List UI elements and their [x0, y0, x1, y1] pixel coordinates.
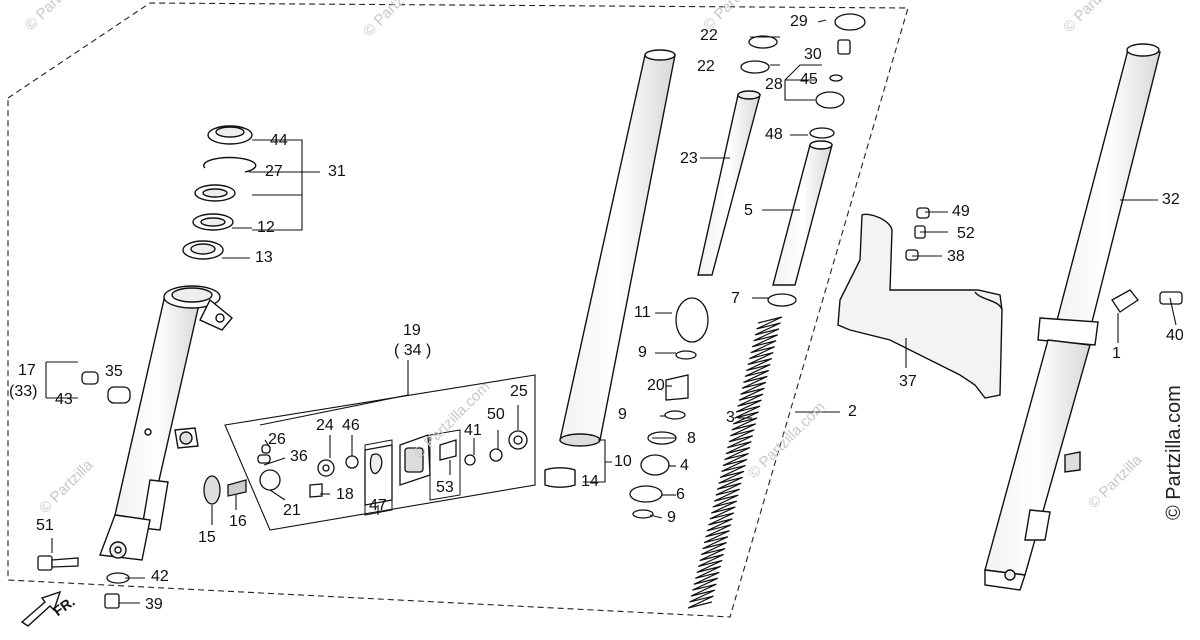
callout-9: 9	[667, 509, 676, 526]
bottom-bolts	[37, 555, 130, 609]
spacer-tube	[772, 140, 833, 286]
fork-spring	[687, 316, 783, 609]
callout-11: 11	[634, 304, 651, 321]
callout-46: 46	[342, 417, 360, 434]
callout-28: 28	[765, 76, 783, 93]
callout-13: 13	[255, 249, 273, 266]
callout-53: 53	[436, 479, 454, 496]
callout-31: 31	[328, 163, 346, 180]
callout-52: 52	[957, 225, 975, 242]
callout-16: 16	[229, 513, 247, 530]
damper-rod	[697, 90, 761, 276]
callout-48: 48	[765, 126, 783, 143]
callout-4: 4	[680, 457, 689, 474]
callout-1: 1	[1112, 345, 1121, 362]
callout-27: 27	[265, 163, 283, 180]
bushings	[81, 371, 131, 404]
callout-25: 25	[510, 383, 528, 400]
callout-10: 10	[614, 453, 632, 470]
front-arrow-icon	[20, 590, 62, 627]
callout-45: 45	[800, 71, 818, 88]
callout-22: 22	[700, 27, 718, 44]
copyright-text: © Partzilla.com	[1163, 385, 1185, 520]
callout-21: 21	[283, 502, 301, 519]
callout-44: 44	[270, 132, 288, 149]
callout-24: 24	[316, 417, 334, 434]
callout-42: 42	[151, 568, 169, 585]
callout-22: 22	[697, 58, 715, 75]
callout-15: 15	[198, 529, 216, 546]
damper-parts	[629, 13, 866, 519]
callout-40: 40	[1166, 327, 1184, 344]
callout-5: 5	[744, 202, 753, 219]
seal-stack	[182, 125, 257, 260]
bridge-bolts	[905, 207, 930, 261]
callout-43: 43	[55, 391, 73, 408]
valve-parts	[203, 430, 528, 506]
callout-47: 47	[369, 497, 387, 514]
fork-tube	[544, 49, 676, 488]
callout-14: 14	[581, 473, 599, 490]
callout-39: 39	[145, 596, 163, 613]
callout-2: 2	[848, 403, 857, 420]
callout-32: 32	[1162, 191, 1180, 208]
callout-29: 29	[790, 13, 808, 30]
callout-8: 8	[687, 430, 696, 447]
right-side-clip	[1111, 289, 1183, 313]
callout-17: 17	[18, 362, 36, 379]
assembly-boundary	[7, 2, 909, 618]
callout-49: 49	[952, 203, 970, 220]
callout-38: 38	[947, 248, 965, 265]
left-fork-slider	[99, 285, 233, 561]
callout-9: 9	[618, 406, 627, 423]
callout-6: 6	[676, 486, 685, 503]
callout-37: 37	[899, 373, 917, 390]
callout-34: ( 34 )	[394, 342, 432, 359]
callout-20: 20	[647, 377, 665, 394]
callout-36: 36	[290, 448, 308, 465]
callout-50: 50	[487, 406, 505, 423]
callout-7: 7	[731, 290, 740, 307]
callout-41: 41	[464, 422, 482, 439]
fork-bridge	[837, 213, 1003, 399]
leader-lines	[45, 19, 1177, 604]
right-fork-leg	[984, 43, 1161, 591]
callout-51: 51	[36, 517, 54, 534]
callout-18: 18	[336, 486, 354, 503]
callout-9: 9	[638, 344, 647, 361]
callout-19: 19	[403, 322, 421, 339]
callout-30: 30	[804, 46, 822, 63]
callout-26: 26	[268, 431, 286, 448]
callout-23: 23	[680, 150, 698, 167]
callout-3: 3	[726, 409, 735, 426]
callout-33: (33)	[9, 383, 38, 400]
valve-group-box	[224, 374, 536, 531]
callout-12: 12	[257, 219, 275, 236]
callout-35: 35	[105, 363, 123, 380]
